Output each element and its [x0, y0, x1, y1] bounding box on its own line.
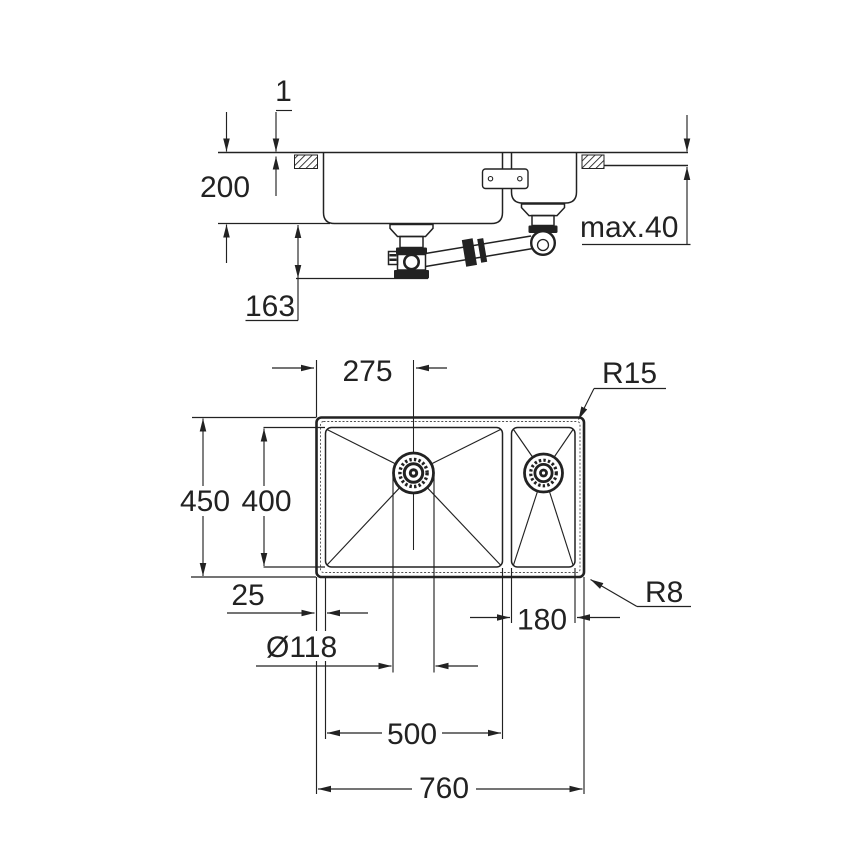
- small-drain-elbow: [530, 229, 557, 256]
- dim-counter-thickness-label: max.40: [580, 211, 678, 244]
- dim-right-bowl-width: 180: [470, 604, 620, 637]
- slope-line: [554, 429, 574, 457]
- label-mask: [261, 631, 353, 661]
- bowl-slope-lines: [326, 428, 574, 566]
- dim-drain-offset-label: 275: [342, 355, 392, 388]
- leader-arrow: [590, 579, 638, 607]
- dim-overall-depth-label: 450: [180, 485, 230, 518]
- slope-line: [549, 491, 574, 566]
- main-drain-bottom-flange: [394, 270, 429, 279]
- drain-connecting-pipe: [425, 235, 534, 268]
- small-drain-flange: [520, 203, 566, 217]
- dim-drain-diameter-label: Ø118: [266, 631, 337, 664]
- slope-line: [427, 487, 501, 566]
- main-drain-tab-band: [389, 254, 397, 257]
- dim-inner-radius: R15: [577, 357, 666, 420]
- leader-arrow: [577, 388, 595, 420]
- dim-edge-to-bowl: 25: [227, 579, 368, 617]
- main-bowl-section-outline: [322, 152, 504, 225]
- dim-rim-height-label: 1: [275, 75, 292, 108]
- dim-bowl-depth: 200: [200, 112, 250, 263]
- small-drain-assembly: [520, 203, 566, 256]
- dim-inner-radius-label: R15: [602, 357, 657, 390]
- dim-drain-diameter: Ø118: [256, 631, 478, 670]
- dim-outer-radius: R8: [590, 576, 691, 609]
- counter-hatch-right: [581, 154, 605, 169]
- bracket-plate: [481, 168, 529, 190]
- dim-overall-depth: 450: [180, 418, 230, 576]
- dim-overall-width-label: 760: [419, 772, 469, 805]
- small-drain-symbol: [523, 452, 564, 494]
- dim-bowl-inner-depth-label: 400: [241, 485, 291, 518]
- small-bowl-outline: [510, 426, 576, 568]
- main-drain-assembly: [387, 223, 434, 279]
- dim-drain-depth: 163: [245, 225, 302, 323]
- slope-line: [326, 428, 396, 465]
- main-drain-neck: [399, 235, 424, 249]
- small-drain-elbow-inner: [536, 238, 550, 252]
- dim-drain-depth-label: 163: [245, 290, 295, 323]
- main-drain-flange: [389, 223, 434, 238]
- drain-center-hole: [411, 471, 416, 475]
- small-drain-neck: [531, 214, 555, 227]
- dim-outer-radius-label: R8: [645, 576, 683, 609]
- dim-main-bowl-width: 500: [327, 718, 501, 751]
- dim-right-bowl-width-label: 180: [517, 604, 567, 637]
- bracket-screw: [517, 175, 523, 182]
- main-drain-symbol: [392, 451, 435, 495]
- bracket-screw: [487, 175, 494, 182]
- plan-top-view: 275 R15 450 400 25 180: [180, 355, 691, 805]
- main-bowl-outline: [324, 426, 504, 568]
- rim-inner-edge: [320, 421, 581, 573]
- drain-center-hole: [541, 471, 546, 475]
- small-drain-nut: [528, 225, 558, 233]
- small-bowl-section-outline: [510, 152, 578, 204]
- slope-line: [512, 491, 538, 566]
- dim-edge-to-bowl-label: 25: [231, 579, 264, 612]
- slope-line: [326, 487, 400, 566]
- dim-bowl-depth-label: 200: [200, 171, 250, 204]
- side-section-view: 1 200 163 max.40: [200, 75, 691, 323]
- dim-counter-thickness: max.40: [580, 115, 691, 246]
- dim-bowl-inner-depth: 400: [241, 428, 292, 566]
- main-drain-tab-band: [389, 258, 397, 261]
- sink-outer-edge: [315, 416, 586, 579]
- dim-main-bowl-width-label: 500: [387, 718, 437, 751]
- pipe-bottom-edge: [425, 247, 534, 268]
- main-drain-nut: [396, 247, 427, 255]
- slope-line: [431, 428, 501, 465]
- pipe-coupling-band: [477, 238, 488, 263]
- main-drain-trap-opening: [402, 253, 420, 271]
- counter-hatch-left: [294, 154, 318, 169]
- pipe-coupling-band: [461, 238, 477, 267]
- mounting-bracket: [481, 168, 529, 190]
- dim-drain-offset: 275: [272, 355, 447, 388]
- slope-line: [513, 429, 533, 457]
- dim-overall-width: 760: [318, 772, 583, 805]
- dim-rim-height: 1: [272, 75, 292, 196]
